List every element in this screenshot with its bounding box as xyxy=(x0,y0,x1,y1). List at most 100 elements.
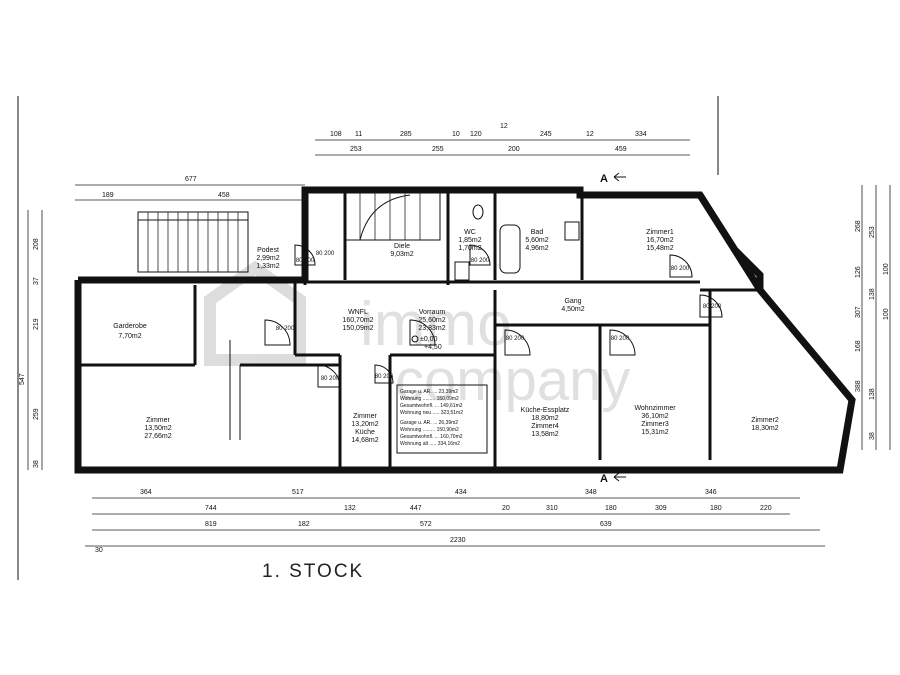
room-podest-area2: 1,33m2 xyxy=(256,263,279,270)
watermark-line1: immo xyxy=(360,290,512,359)
room-wc-area: 1,85m2 xyxy=(458,237,481,244)
dim-top4: 189 xyxy=(102,192,114,199)
dim-top1: 12 xyxy=(500,123,508,130)
door-mark: 80 200 xyxy=(316,251,335,257)
room-bad-area2: 4,96m2 xyxy=(525,245,548,252)
dim-bottom2: 310 xyxy=(546,505,558,512)
level-mark: ±0,00 xyxy=(420,336,438,343)
room-zimmer-big-area: 13,50m2 xyxy=(144,425,171,432)
room-wc-area2: 1,70m2 xyxy=(458,245,481,252)
level-marks: ±0,00 +4,50 xyxy=(411,335,442,351)
dim-left: 219 xyxy=(33,318,40,330)
room-kueche-area: 14,68m2 xyxy=(351,437,378,444)
fixtures xyxy=(454,204,580,281)
dim-bottom2: 309 xyxy=(655,505,667,512)
dim-bottom2: 180 xyxy=(605,505,617,512)
room-wnfl-name: WNFL xyxy=(348,309,368,316)
door-mark: 80 200 xyxy=(471,258,490,264)
dim-right: 138 xyxy=(869,388,876,400)
dim-bottom2: 132 xyxy=(344,505,356,512)
watermark: immo company xyxy=(204,260,630,413)
room-zimmer1-area2: 15,48m2 xyxy=(646,245,673,252)
dim-top1: 11 xyxy=(355,131,362,138)
dim-top1: 12 xyxy=(586,131,594,138)
room-zimmer-big-name: Zimmer xyxy=(146,417,170,424)
room-garderobe-area: 7,70m2 xyxy=(118,333,141,340)
area-row: Wohnung ......... 150,09m2 xyxy=(400,396,459,402)
sink xyxy=(454,261,470,281)
dim-left: 259 xyxy=(33,408,40,420)
dim-bottom3: 819 xyxy=(205,521,217,528)
interior-walls xyxy=(78,190,760,470)
dimensions-right: 268 253 126 100 138 307 100 168 388 138 … xyxy=(855,185,891,450)
room-wc-name: WC xyxy=(464,229,476,236)
dim-top1: 10 xyxy=(452,131,460,138)
toilet xyxy=(472,204,484,220)
dim-bottom1: 348 xyxy=(585,489,597,496)
room-zimmer-small-name: Zimmer xyxy=(353,413,377,420)
room-zimmer3-name: Zimmer3 xyxy=(641,421,669,428)
room-wohnzimmer-name: Wohnzimmer xyxy=(634,405,676,412)
room-labels: Podest 2,99m2 1,33m2 Diele 9,03m2 WC 1,8… xyxy=(113,229,779,444)
dimensions-left: 208 37 219 547 259 38 xyxy=(19,210,43,470)
dim-left: 38 xyxy=(33,460,40,468)
dim-bottom1: 346 xyxy=(705,489,717,496)
room-kueche-name: Küche xyxy=(355,429,375,436)
washbasin xyxy=(564,221,580,241)
room-zimmer4-area: 13,58m2 xyxy=(531,431,558,438)
room-zimmer4-name: Zimmer4 xyxy=(531,423,559,430)
dim-bottom3: 182 xyxy=(298,521,310,528)
door-mark: 80 200 xyxy=(276,326,295,332)
section-mark-bottom: A xyxy=(600,473,608,485)
room-kueche-ess-area: 18,80m2 xyxy=(531,415,558,422)
room-podest-area: 2,99m2 xyxy=(256,255,279,262)
dim-bottom1: 517 xyxy=(292,489,304,496)
area-row: Wohnung ......... 150,90m2 xyxy=(400,427,459,433)
dim-right: 307 xyxy=(855,306,862,318)
room-kueche-ess-name: Küche-Essplatz xyxy=(521,407,570,414)
dim-right: 126 xyxy=(855,266,862,278)
dim-bottom1: 364 xyxy=(140,489,152,496)
dim-bottom3: 639 xyxy=(600,521,612,528)
dim-right: 253 xyxy=(869,226,876,238)
door-mark: 80 200 xyxy=(671,266,690,272)
dim-bottom4: 2230 xyxy=(450,537,466,544)
dim-top1: 108 xyxy=(330,131,342,138)
room-wnfl-area2: 150,09m2 xyxy=(342,325,373,332)
room-podest-name: Podest xyxy=(257,247,279,254)
door-mark: 80 200 xyxy=(506,336,525,342)
dim-right: 388 xyxy=(855,380,862,392)
dim-right: 100 xyxy=(883,308,890,320)
area-row: Garage u. AR. ... 23,39m2 xyxy=(400,389,458,395)
room-zimmer1-name: Zimmer1 xyxy=(646,229,674,236)
area-row: Gesamtwohnfl. ... 160,70m2 xyxy=(400,434,463,440)
dim-bottom2: 20 xyxy=(502,505,510,512)
section-marks: A A xyxy=(600,172,626,485)
room-bad-name: Bad xyxy=(531,229,544,236)
area-row: Wohnung alt ..... 334,16m2 xyxy=(400,441,460,447)
dim-top1: 285 xyxy=(400,131,412,138)
dim-top1: 334 xyxy=(635,131,647,138)
stair-left xyxy=(137,211,249,273)
dim-top2: 253 xyxy=(350,146,362,153)
dim-left: 208 xyxy=(33,238,40,250)
dim-bottom2: 180 xyxy=(710,505,722,512)
room-zimmer1-area: 16,70m2 xyxy=(646,237,673,244)
dim-left: 37 xyxy=(33,277,40,285)
room-diele-name: Diele xyxy=(394,243,410,250)
door-mark: 80 200 xyxy=(296,258,315,264)
room-vorraum-name: Vorraum xyxy=(419,309,446,316)
room-diele-area: 9,03m2 xyxy=(390,251,413,258)
dim-top3: 677 xyxy=(185,176,197,183)
bathtub xyxy=(499,224,521,274)
dim-top2: 255 xyxy=(432,146,444,153)
dim-bottom2: 220 xyxy=(760,505,772,512)
door-marks: 80 200 80 200 80 200 80 200 80 200 80 20… xyxy=(276,251,722,382)
room-gang-area: 4,50m2 xyxy=(561,306,584,313)
room-zimmer3-area: 15,31m2 xyxy=(641,429,668,436)
dim-left: 547 xyxy=(19,373,26,385)
dim-bottom2: 447 xyxy=(410,505,422,512)
room-zimmer-big-area2: 27,66m2 xyxy=(144,433,171,440)
dim-top4: 458 xyxy=(218,192,230,199)
room-zimmer-small-area: 13,20m2 xyxy=(351,421,378,428)
